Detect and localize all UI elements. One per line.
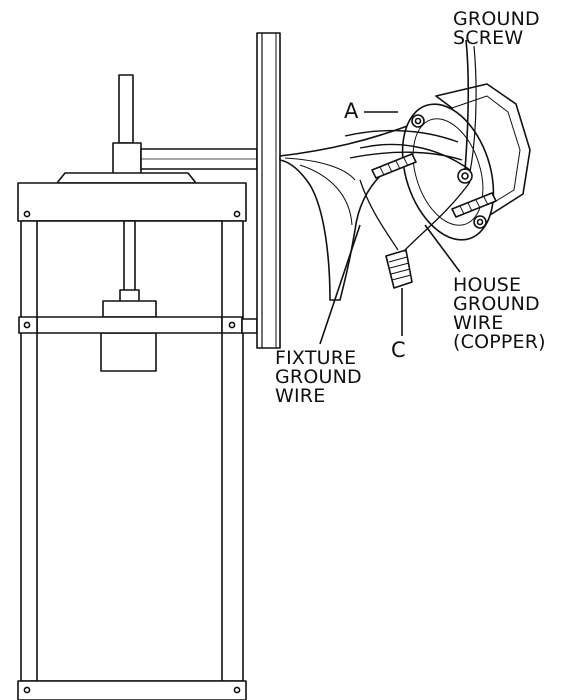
label-fixture-ground-wire: FIXTURE GROUND WIRE [275, 347, 362, 407]
lantern-middle-band [36, 316, 223, 334]
label-ground-screw: GROUND SCREW [453, 8, 540, 49]
label-c: C [391, 338, 406, 362]
label-house-ground-wire: HOUSE GROUND WIRE (COPPER) [453, 274, 546, 353]
socket-collar [102, 300, 157, 318]
lantern-top-band [17, 182, 247, 222]
lantern-cap [56, 172, 197, 184]
mounting-screw-right [451, 192, 497, 218]
label-a: A [344, 99, 359, 123]
mounting-screw-left [371, 153, 417, 179]
rod-coupling [112, 142, 142, 176]
lantern-bottom-band [17, 680, 247, 700]
lower-bracket [241, 318, 258, 334]
wall-plate [256, 32, 281, 349]
top-rod [118, 74, 134, 144]
leader-fixture-ground [319, 224, 361, 345]
center-rod [123, 220, 136, 300]
socket [100, 332, 157, 372]
wire-nut-connector [385, 249, 413, 289]
leader-house-ground [424, 224, 461, 273]
